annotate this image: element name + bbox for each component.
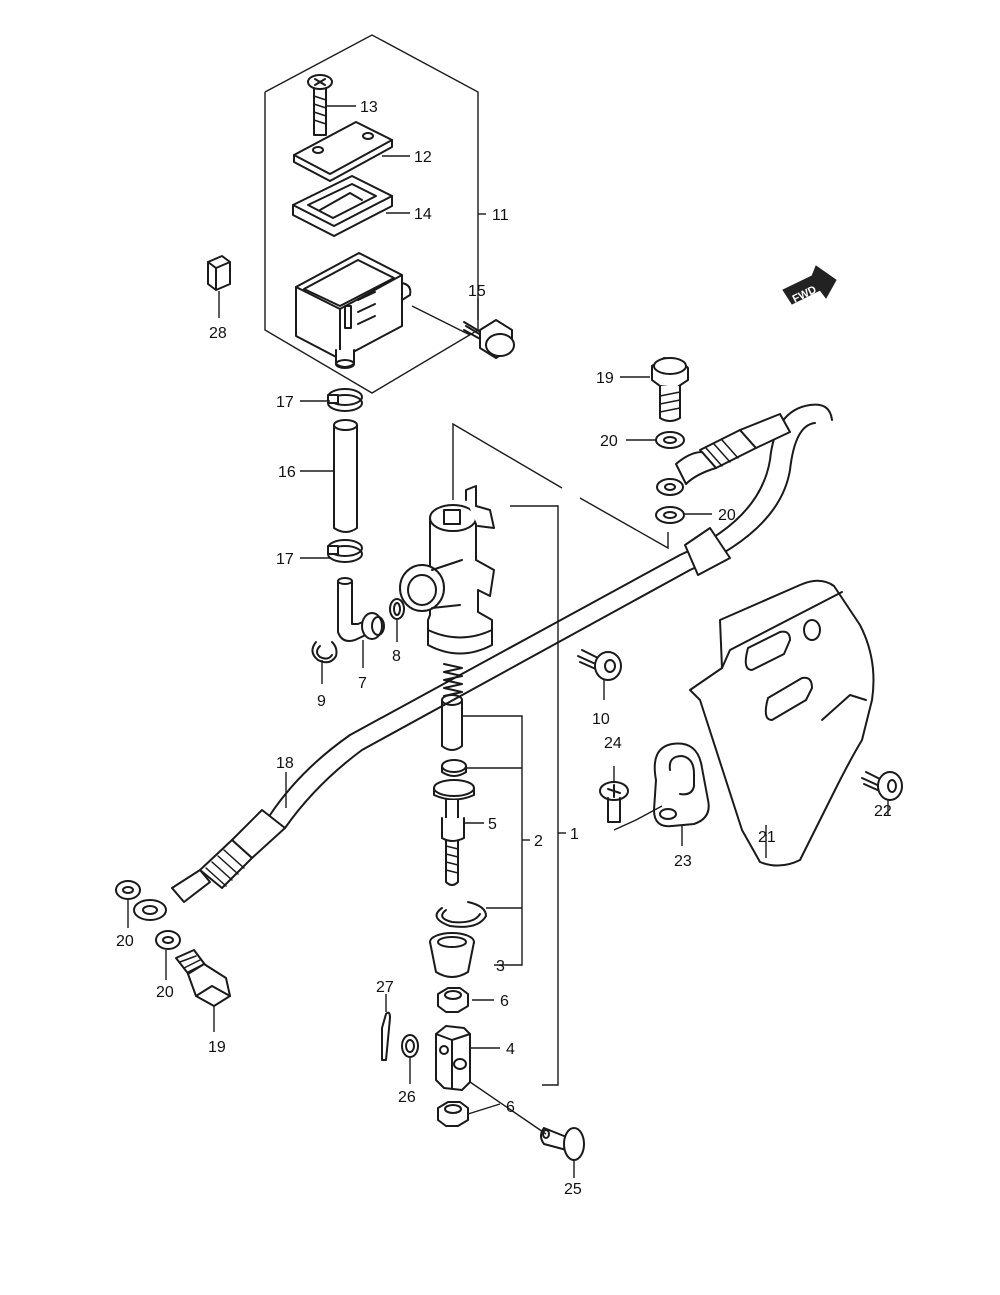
master-cylinder-body: [399, 485, 495, 655]
callout-14: 14: [414, 206, 432, 223]
clevis-washer: [401, 1034, 419, 1058]
guard-screw-upper: [577, 649, 622, 681]
hose-clamp-lower: [327, 539, 363, 563]
piston-cup: [441, 694, 463, 751]
callout-12: 12: [414, 149, 432, 166]
reservoir-mount-bolt: [411, 305, 515, 359]
guard-screw-lower: [861, 771, 903, 801]
callout-22: 22: [874, 803, 892, 820]
hose-joint: [337, 577, 385, 642]
callout-15: 15: [468, 283, 486, 300]
union-bolt-upper: [651, 357, 689, 422]
callout-20-lower-1: 20: [116, 933, 134, 950]
callout-25: 25: [564, 1181, 582, 1198]
callout-9: 9: [317, 693, 326, 710]
crush-washer-3: [115, 880, 141, 900]
crush-washer-4: [155, 930, 181, 950]
callout-27: 27: [376, 979, 394, 996]
o-ring: [389, 598, 405, 620]
callout-6-upper: 6: [500, 993, 509, 1010]
callout-10: 10: [592, 711, 610, 728]
callout-19-upper: 19: [596, 370, 614, 387]
callout-17-lower: 17: [276, 551, 294, 568]
callout-leaders: [127, 105, 889, 1178]
brake-hose: [133, 403, 833, 921]
hose-clamp-upper: [327, 388, 363, 412]
push-rod-circlip: [435, 901, 487, 928]
callout-7: 7: [358, 675, 367, 692]
circlip: [311, 641, 338, 664]
crush-washer-2: [655, 506, 685, 524]
assembly-guide-lines: [452, 422, 669, 1086]
heel-guard: [689, 579, 875, 867]
callout-23: 23: [674, 853, 692, 870]
callout-4: 4: [506, 1041, 515, 1058]
callout-24: 24: [604, 735, 622, 752]
callout-1: 1: [570, 826, 579, 843]
reservoir-cap-screw: [307, 74, 333, 136]
callout-20-lower-2: 20: [156, 984, 174, 1001]
callout-19-lower: 19: [208, 1039, 226, 1056]
clevis-pin: [540, 1127, 585, 1161]
callout-3: 3: [496, 958, 505, 975]
reservoir-hose: [333, 419, 358, 533]
forward-direction-arrow: FWD: [782, 265, 837, 306]
callout-18: 18: [276, 755, 294, 772]
callout-20-upper-2: 20: [718, 507, 736, 524]
crush-washer-1: [655, 431, 685, 449]
callout-28: 28: [209, 325, 227, 342]
return-spring: [443, 663, 463, 697]
callout-20-upper-1: 20: [600, 433, 618, 450]
callout-21: 21: [758, 829, 776, 846]
callout-17-upper: 17: [276, 394, 294, 411]
boot: [429, 932, 475, 978]
callout-2: 2: [534, 833, 543, 850]
callout-8: 8: [392, 648, 401, 665]
rubber-cap: [207, 255, 231, 291]
reservoir-body: [295, 252, 412, 369]
callout-26: 26: [398, 1089, 416, 1106]
hose-guide-clamp: [613, 742, 710, 831]
callout-16: 16: [278, 464, 296, 481]
callout-6-lower: 6: [506, 1099, 515, 1116]
secondary-cup: [441, 759, 467, 777]
union-bolt-lower: [175, 949, 231, 1007]
reservoir-cap: [293, 121, 393, 182]
reservoir-diaphragm: [292, 175, 393, 237]
callout-13: 13: [360, 99, 378, 116]
clamp-screw: [599, 781, 629, 823]
lock-nut-lower: [437, 1101, 469, 1127]
clevis: [435, 1025, 471, 1091]
piston: [433, 779, 475, 886]
lock-nut-upper: [437, 987, 469, 1013]
callout-5: 5: [488, 816, 497, 833]
callout-11: 11: [492, 207, 509, 224]
callout-labels: 1 2 3 4 5 6 6 7 8 9 10 11 12 13 14 15 16…: [116, 99, 892, 1198]
cotter-pin: [381, 1011, 391, 1061]
